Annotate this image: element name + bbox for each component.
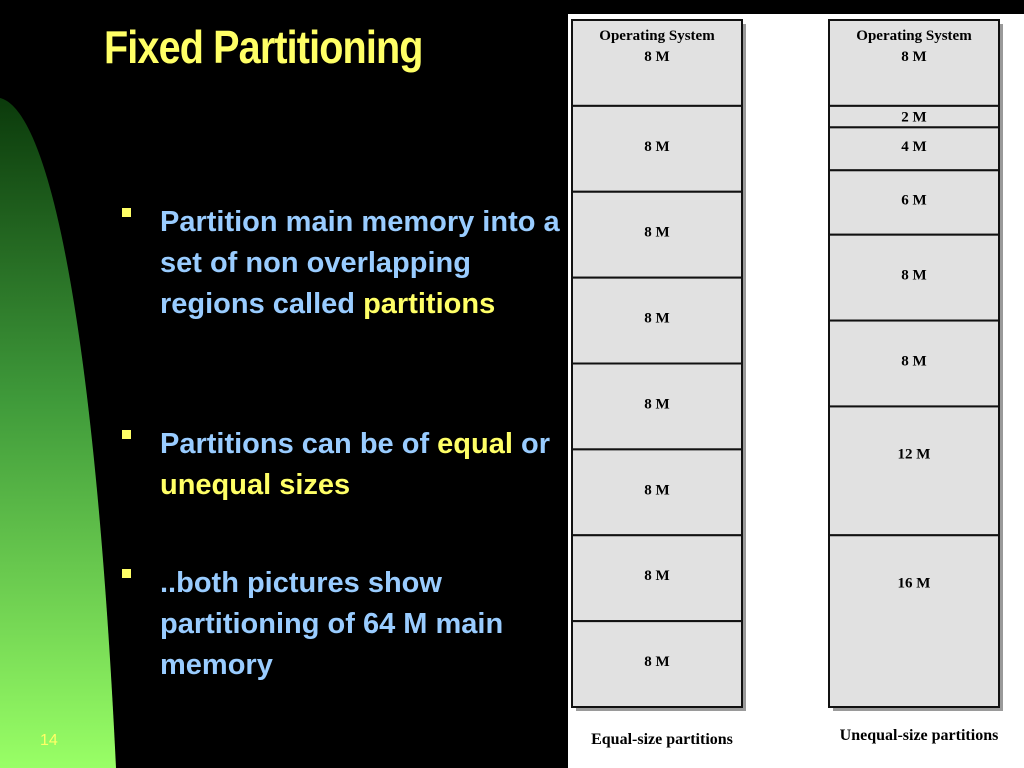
partition-block <box>571 19 743 107</box>
bullet-highlight: partitions <box>363 288 496 320</box>
bullet-text-segment: Partition main memory into a set of non … <box>160 206 560 320</box>
bullet-highlight: equal <box>437 428 513 460</box>
bullet-text-segment: ..both pictures show partitioning of 64 … <box>160 567 504 681</box>
slide-title: Fixed Partitioning <box>104 21 423 73</box>
partition-label: 12 M <box>898 446 931 462</box>
partition-block <box>828 233 1000 322</box>
page-number: 14 <box>40 732 58 749</box>
partition-label: 8 M <box>901 268 926 284</box>
partition-label: 8 M <box>644 139 669 155</box>
diagram-gap <box>744 14 828 768</box>
partition-label: 4 M <box>901 139 926 155</box>
equal-partition-column: Operating System 8 M 8 M 8 M 8 M 8 M 8 M 8 M 8 M <box>571 19 746 711</box>
bullet-text-segment: or <box>512 428 550 460</box>
partition-label: 8 M <box>644 482 669 498</box>
partition-size-label: 8 M <box>644 49 669 65</box>
bullet-highlight: unequal sizes <box>160 469 351 501</box>
partition-block <box>571 448 743 537</box>
partition-label: 8 M <box>644 225 669 241</box>
unequal-partitions-caption: Unequal-size partitions <box>840 727 999 744</box>
partition-block <box>571 276 743 365</box>
partition-label: Operating System <box>599 28 715 44</box>
partition-label: 6 M <box>901 192 926 208</box>
partition-label: 2 M <box>901 110 926 126</box>
partition-label: Operating System <box>856 28 972 44</box>
bullet-text: Partition main memory into a set of non … <box>160 202 560 325</box>
bullet-text: Partitions can be of equal or unequal si… <box>160 424 560 506</box>
partition-block <box>828 19 1000 107</box>
partition-label: 8 M <box>644 654 669 670</box>
partition-diagram: Operating System 8 M 8 M 8 M 8 M 8 M 8 M 8 M 8 M… <box>568 14 1024 768</box>
partition-label: 8 M <box>644 311 669 327</box>
bullet-marker <box>122 569 131 578</box>
partition-block <box>828 534 1000 708</box>
partition-block <box>571 362 743 451</box>
bullet-marker <box>122 208 131 217</box>
partition-label: 8 M <box>644 396 669 412</box>
partition-block <box>571 190 743 279</box>
equal-partitions-caption: Equal-size partitions <box>591 731 733 748</box>
bullet-text-segment: Partitions can be of <box>160 428 438 460</box>
bullet-text: ..both pictures show partitioning of 64 … <box>160 563 560 686</box>
partition-block <box>828 126 1000 172</box>
partition-block <box>828 405 1000 537</box>
partition-block <box>571 620 743 708</box>
green-swoosh-decoration <box>0 98 116 768</box>
partition-block <box>571 104 743 193</box>
partition-size-label: 8 M <box>901 49 926 65</box>
bullet-marker <box>122 430 131 439</box>
partition-label: 8 M <box>644 568 669 584</box>
unequal-partition-column: Operating System 8 M 2 M 4 M 6 M 8 M 8 M 12 M 16… <box>828 19 1003 711</box>
partition-label: 8 M <box>901 354 926 370</box>
partition-label: 16 M <box>898 575 931 591</box>
